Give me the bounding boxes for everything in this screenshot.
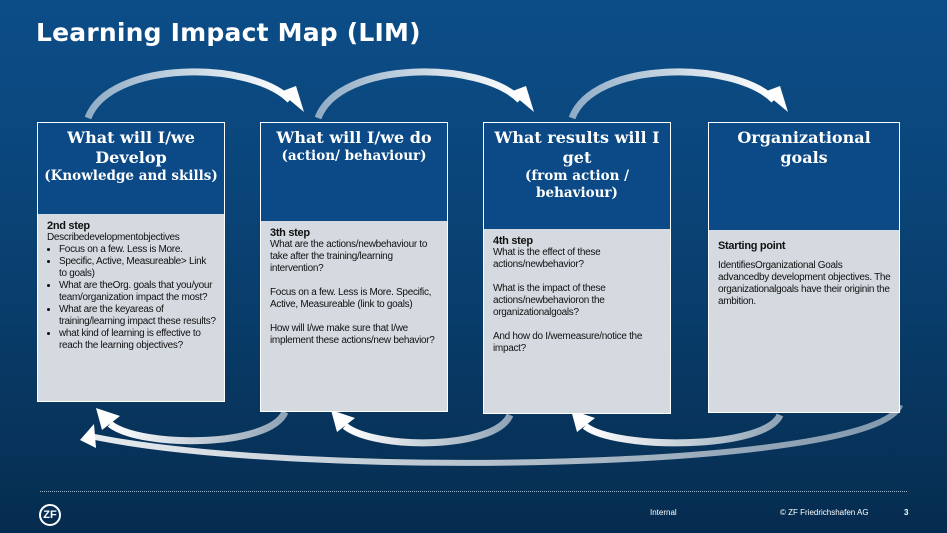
step-heading: What will I/we Develop	[67, 128, 195, 167]
list-item: Focus on a few. Less is More.	[59, 244, 216, 256]
step-subheading: (action/ behaviour)	[281, 148, 427, 164]
step-paragraph: How will I/we make sure that I/we implem…	[270, 323, 435, 346]
step-paragraph: And how do I/wemeasure/notice the impact…	[493, 331, 643, 354]
step-header: What will I/we do (action/ behaviour)	[261, 123, 447, 221]
page-number: 3	[904, 508, 909, 517]
step-header: What results will I get (from action / b…	[484, 123, 670, 229]
step-box-do: What will I/we do (action/ behaviour) 3t…	[260, 122, 448, 412]
step-body: 4th step What is the effect of these act…	[484, 229, 670, 413]
list-item: what kind of learning is effective to re…	[59, 328, 216, 352]
step-heading: What will I/we do	[276, 128, 432, 147]
list-item: What are the keyareas of training/learni…	[59, 304, 216, 328]
bottom-arrow-2	[331, 410, 514, 447]
step-paragraph: IdentifiesOrganizational Goals advancedb…	[718, 260, 891, 307]
step-label: Starting point	[718, 240, 786, 252]
bottom-arrow-3	[571, 410, 784, 447]
step-box-results: What results will I get (from action / b…	[483, 122, 671, 414]
page-title: Learning Impact Map (LIM)	[36, 18, 421, 47]
step-paragraph: What is the effect of these actions/newb…	[493, 247, 601, 270]
step-paragraph: What are the actions/newbehaviour to tak…	[270, 239, 428, 274]
step-intro: Describedevelopmentobjectives	[47, 232, 180, 243]
list-item: Specific, Active, Measureable> Link to g…	[59, 256, 216, 280]
copyright-text: © ZF Friedrichshafen AG	[780, 508, 869, 517]
bullet-list: Focus on a few. Less is More. Specific, …	[47, 244, 216, 352]
classification-label: Internal	[650, 508, 677, 517]
step-box-goals: Organizational goals Starting point Iden…	[708, 122, 900, 413]
step-label: 2nd step	[47, 220, 90, 232]
step-label: 4th step	[493, 235, 533, 247]
step-label: 3th step	[270, 227, 310, 239]
top-arrow-1	[84, 68, 304, 120]
top-arrow-3	[568, 68, 788, 120]
step-subheading: (Knowledge and skills)	[44, 168, 218, 184]
step-paragraph: Focus on a few. Less is More. Specific, …	[270, 287, 432, 310]
footer-divider	[40, 491, 907, 492]
zf-logo: ZF	[39, 504, 61, 526]
step-body: Starting point IdentifiesOrganizational …	[709, 230, 899, 412]
step-body: 3th step What are the actions/newbehavio…	[261, 221, 447, 411]
bottom-arrow-1	[96, 408, 289, 445]
step-heading: What results will I get	[494, 128, 660, 167]
step-box-develop: What will I/we Develop (Knowledge and sk…	[37, 122, 225, 402]
top-arrow-2	[314, 68, 534, 120]
step-header: What will I/we Develop (Knowledge and sk…	[38, 123, 224, 214]
step-paragraph: What is the impact of these actions/newb…	[493, 283, 606, 318]
step-subheading: (from action / behaviour)	[524, 168, 630, 201]
list-item: What are theOrg. goals that you/your tea…	[59, 280, 216, 304]
step-heading: Organizational goals	[737, 128, 871, 167]
return-arrow	[80, 403, 903, 466]
step-header: Organizational goals	[709, 123, 899, 230]
step-body: 2nd step Describedevelopmentobjectives F…	[38, 214, 224, 401]
